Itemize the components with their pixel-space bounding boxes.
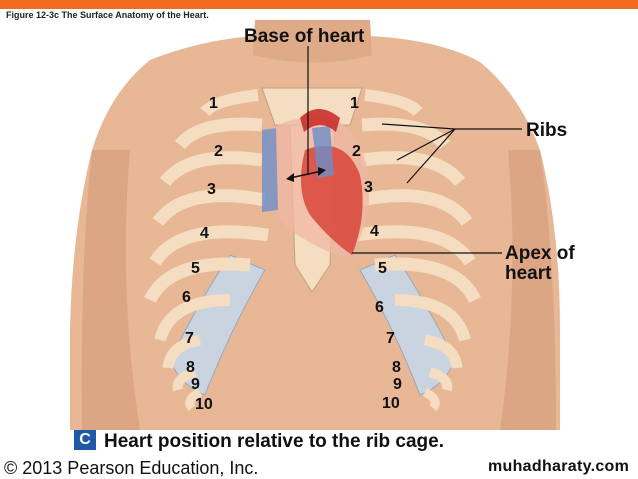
- ribs-pointer-2: [396, 128, 456, 161]
- caption-text: Heart position relative to the rib cage.: [104, 431, 444, 452]
- rib-number: 4: [370, 223, 379, 240]
- watermark-text: muhadharaty.com: [488, 458, 630, 475]
- base-arrow-head-right: [318, 167, 326, 176]
- rib-number: 10: [382, 395, 400, 412]
- superior-vena-cava: [262, 128, 278, 212]
- rib-number: 9: [191, 376, 200, 393]
- rib-number: 1: [350, 95, 359, 112]
- rib-number: 3: [364, 179, 373, 196]
- base-double-arrow: [289, 170, 323, 179]
- right-ribs: [355, 89, 481, 411]
- ribs-pointer-3: [406, 128, 456, 184]
- rib-number: 5: [191, 260, 200, 277]
- rib-number: 6: [375, 299, 384, 316]
- rib-number: 10: [195, 396, 213, 413]
- rib-number: 7: [185, 330, 194, 347]
- rib-number: 7: [386, 330, 395, 347]
- rib-number: 2: [352, 143, 361, 160]
- label-apex-line1: Apex of: [505, 243, 575, 264]
- rib-number: 2: [214, 143, 223, 160]
- pulmonary-vessel: [312, 126, 334, 178]
- torso-shading-right: [500, 150, 556, 430]
- caption-badge: C: [74, 430, 96, 450]
- label-apex-line2: heart: [505, 263, 552, 284]
- heart: [261, 109, 370, 258]
- rib-number: 8: [392, 359, 401, 376]
- label-base-of-heart: Base of heart: [244, 26, 365, 47]
- rib-number: 9: [393, 376, 402, 393]
- base-arrow-head-left: [286, 173, 294, 182]
- copyright-text: © 2013 Pearson Education, Inc.: [4, 458, 259, 478]
- rib-number: 5: [378, 260, 387, 277]
- torso-shading-left: [81, 150, 140, 430]
- figure-title: Figure 12-3c The Surface Anatomy of the …: [6, 10, 209, 20]
- label-ribs: Ribs: [526, 120, 567, 141]
- aorta: [300, 109, 340, 132]
- heart-ventricle: [301, 145, 363, 255]
- left-ribs: [144, 89, 269, 411]
- rib-number: 6: [182, 289, 191, 306]
- right-rib-numbers: 1 2 3 4 5 6 7 8 9 10: [350, 95, 402, 412]
- rib-number: 4: [200, 225, 209, 242]
- neck: [253, 20, 372, 63]
- left-rib-numbers: 1 2 3 4 5 6 7 8 9 10: [182, 95, 223, 413]
- rib-number: 8: [186, 359, 195, 376]
- rib-number: 3: [207, 181, 216, 198]
- rib-number: 1: [209, 95, 218, 112]
- ribs-pointer-1: [381, 123, 456, 130]
- top-accent-bar: [0, 0, 638, 9]
